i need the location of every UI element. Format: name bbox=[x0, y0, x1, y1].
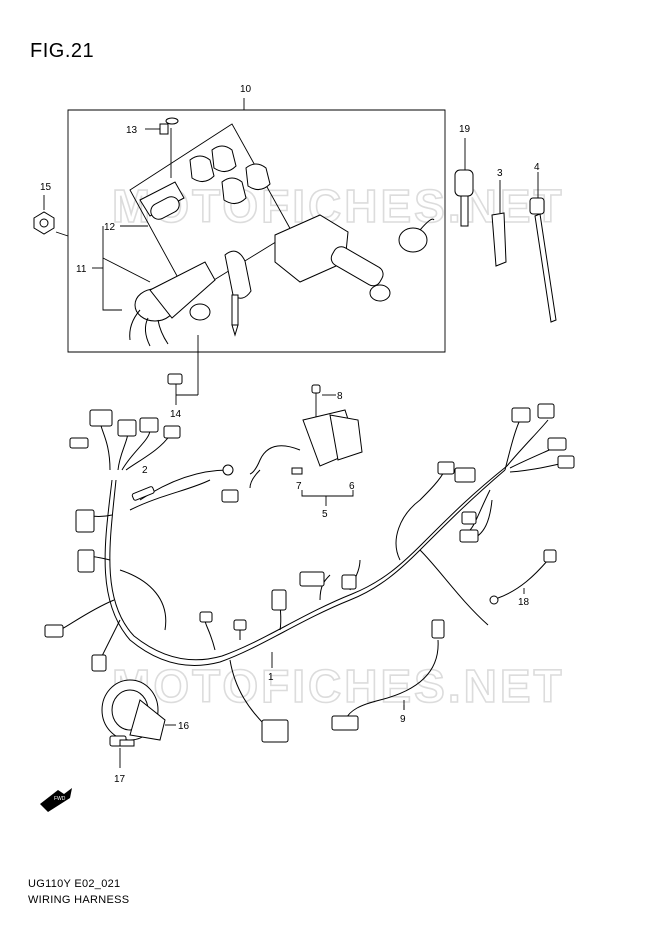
callout-5: 5 bbox=[322, 509, 328, 520]
callout-8: 8 bbox=[337, 391, 343, 402]
callout-1: 1 bbox=[268, 672, 274, 683]
fwd-arrow-icon: FWD bbox=[40, 788, 72, 812]
callout-16: 16 bbox=[178, 721, 190, 732]
callout-2: 2 bbox=[142, 465, 148, 476]
callout-15: 15 bbox=[40, 182, 52, 193]
watermark-bottom: MOTOFICHES.NET bbox=[112, 660, 565, 712]
callout-19: 19 bbox=[459, 124, 471, 135]
ignition-switch bbox=[129, 250, 252, 347]
callout-6: 6 bbox=[349, 481, 355, 492]
callout-4: 4 bbox=[534, 162, 540, 173]
figure-name: WIRING HARNESS bbox=[28, 894, 130, 906]
callout-12: 12 bbox=[104, 222, 116, 233]
callout-10: 10 bbox=[240, 84, 252, 95]
callout-17: 17 bbox=[114, 774, 126, 785]
callout-14: 14 bbox=[170, 409, 182, 420]
leader-11b bbox=[102, 257, 151, 283]
figure-title: FIG.21 bbox=[30, 40, 95, 62]
screw-13 bbox=[145, 117, 179, 178]
seat-lock bbox=[274, 214, 435, 302]
callout-18: 18 bbox=[518, 597, 530, 608]
sensor-set bbox=[249, 384, 363, 506]
callout-11: 11 bbox=[76, 264, 87, 275]
lead-wire-18 bbox=[489, 549, 557, 605]
lead-wire-9 bbox=[331, 619, 445, 731]
nut-15 bbox=[33, 195, 69, 237]
wiring-harness bbox=[44, 403, 575, 743]
callout-7: 7 bbox=[296, 481, 302, 492]
leader-11-bracket bbox=[102, 226, 122, 311]
callout-13: 13 bbox=[126, 125, 138, 136]
ignition-set-frame bbox=[67, 109, 446, 353]
callout-9: 9 bbox=[400, 714, 406, 725]
bolt-17 bbox=[109, 735, 135, 768]
watermark-top: MOTOFICHES.NET bbox=[112, 180, 565, 232]
fwd-label: FWD bbox=[54, 796, 66, 802]
clamp-3 bbox=[491, 180, 507, 267]
bolt-14 bbox=[167, 335, 199, 405]
cable-tie-4 bbox=[529, 172, 557, 323]
key-19 bbox=[454, 138, 474, 227]
callout-3: 3 bbox=[497, 168, 503, 179]
figure-code: UG110Y E02_021 bbox=[28, 878, 121, 890]
lock-caps bbox=[139, 145, 271, 220]
